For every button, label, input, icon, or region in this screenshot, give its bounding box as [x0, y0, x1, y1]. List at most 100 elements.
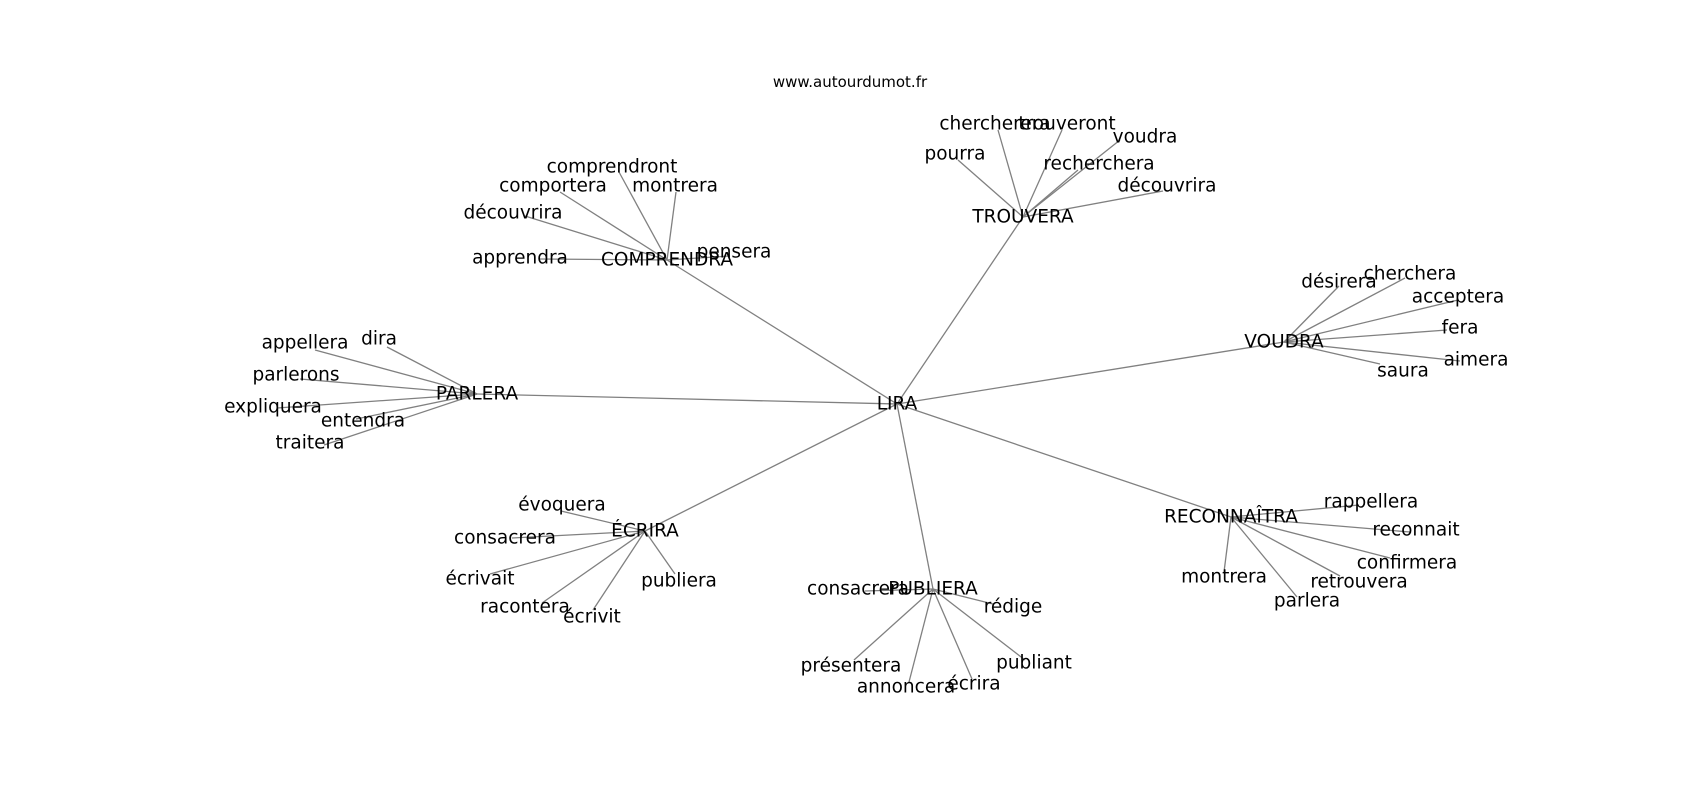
node-hub-trouvera[interactable]: TROUVERA: [971, 207, 1074, 228]
node-leaf-comprendra-apprendra[interactable]: apprendra: [472, 248, 568, 269]
edge-comprendra-apprendra: [539, 258, 668, 261]
edge-trouvera-recherchera: [1022, 169, 1079, 218]
node-hub-comprendra[interactable]: COMPRENDRA: [601, 250, 733, 271]
edge-parlera-entendra: [355, 393, 478, 420]
edge-root-comprendra: [666, 259, 898, 405]
edge-parlera-expliquera: [276, 393, 478, 409]
node-leaf-voudra-desirera[interactable]: désirera: [1301, 272, 1376, 293]
edge-root-trouvera: [896, 216, 1024, 405]
node-leaf-parlera-dira[interactable]: dira: [361, 329, 397, 350]
edge-parlera-appellera: [314, 349, 478, 395]
node-leaf-voudra-fera[interactable]: fera: [1442, 318, 1479, 339]
node-leaf-trouvera-chercherera[interactable]: chercherera: [939, 114, 1050, 135]
edge-comprendra-decouvrira: [524, 215, 668, 261]
node-hub-ecrira[interactable]: ÉCRIRA: [611, 520, 679, 542]
edge-publiera-annoncera: [908, 588, 934, 683]
site-title: www.autourdumot.fr: [772, 73, 928, 91]
node-leaf-trouvera-voudra[interactable]: voudra: [1113, 127, 1178, 148]
node-leaf-publiera-presentera[interactable]: présentera: [801, 656, 902, 677]
node-leaf-parlera-parlerons[interactable]: parlerons: [252, 365, 339, 386]
node-leaf-ecrira-ecrivait[interactable]: écrivait: [446, 569, 515, 590]
edge-publiera-redige: [932, 588, 994, 605]
node-leaf-trouvera-pourra[interactable]: pourra: [924, 144, 985, 165]
node-leaf-reconnaitra-reconnait[interactable]: reconnait: [1372, 520, 1459, 541]
edges-layer: [276, 129, 1461, 683]
node-leaf-reconnaitra-parlera[interactable]: parlera: [1274, 591, 1340, 612]
node-leaf-comprendra-comprendront[interactable]: comprendront: [547, 157, 678, 178]
node-leaf-publiera-consacrera[interactable]: consacrera: [807, 579, 909, 600]
edge-reconnaitra-reconnait: [1230, 516, 1411, 533]
node-leaf-comprendra-comportera[interactable]: comportera: [499, 176, 607, 197]
edge-voudra-desirera: [1283, 285, 1340, 343]
node-leaf-ecrira-ecrivit[interactable]: écrivit: [563, 607, 621, 628]
node-leaf-voudra-acceptera[interactable]: acceptera: [1412, 287, 1504, 308]
node-leaf-voudra-cherchera[interactable]: cherchera: [1364, 264, 1457, 285]
node-leaf-voudra-aimera[interactable]: aimera: [1444, 350, 1509, 371]
edge-voudra-acceptera: [1283, 299, 1459, 343]
edge-parlera-dira: [386, 346, 478, 395]
edge-publiera-publiant: [932, 588, 1026, 661]
edge-trouvera-pourra: [957, 159, 1024, 218]
node-leaf-publiera-ecrira[interactable]: écrira: [947, 674, 1000, 695]
node-leaf-trouvera-decouvrira[interactable]: découvrira: [1118, 176, 1217, 197]
edge-root-publiera: [896, 403, 934, 590]
edge-trouvera-chercherera: [997, 129, 1024, 218]
node-leaf-ecrira-evoquera[interactable]: évoquera: [518, 495, 605, 516]
edge-trouvera-voudra: [1022, 139, 1121, 218]
node-leaf-reconnaitra-confirmera[interactable]: confirmera: [1357, 553, 1458, 574]
node-leaf-comprendra-decouvrira[interactable]: découvrira: [464, 203, 563, 224]
edge-publiera-ecrira: [932, 588, 973, 680]
edge-ecrira-publiera: [644, 530, 676, 575]
edge-voudra-aimera: [1283, 341, 1461, 362]
edge-reconnaitra-montrera: [1223, 516, 1232, 573]
edge-reconnaitra-confirmera: [1230, 516, 1391, 559]
edge-voudra-saura: [1283, 341, 1381, 365]
node-leaf-reconnaitra-montrera[interactable]: montrera: [1181, 567, 1267, 588]
edge-publiera-presentera: [853, 588, 934, 661]
node-leaf-reconnaitra-retrouvera[interactable]: retrouvera: [1310, 572, 1407, 593]
edge-reconnaitra-rappellera: [1230, 504, 1360, 518]
node-hub-parlera[interactable]: PARLERA: [436, 384, 519, 405]
node-leaf-ecrira-racontera[interactable]: racontera: [480, 597, 570, 618]
edge-comprendra-pensera: [666, 255, 731, 261]
edge-voudra-cherchera: [1283, 277, 1406, 343]
edge-trouvera-decouvrira: [1022, 190, 1164, 218]
edge-comprendra-comprendront: [618, 171, 668, 261]
edge-root-parlera: [476, 393, 898, 405]
node-leaf-trouvera-recherchera[interactable]: recherchera: [1043, 154, 1154, 175]
edge-root-reconnaitra: [896, 403, 1232, 518]
node-leaf-publiera-annoncera[interactable]: annoncera: [857, 677, 955, 698]
node-leaf-reconnaitra-rappellera[interactable]: rappellera: [1324, 492, 1418, 513]
node-leaf-comprendra-montrera[interactable]: montrera: [632, 176, 718, 197]
node-hub-publiera[interactable]: PUBLIERA: [888, 579, 978, 600]
node-leaf-comprendra-pensera[interactable]: pensera: [697, 242, 772, 263]
node-leaf-trouvera-trouveront[interactable]: trouveront: [1018, 114, 1115, 135]
edge-ecrira-evoquera: [560, 510, 646, 532]
node-leaf-parlera-traitera[interactable]: traitera: [276, 433, 345, 454]
edge-reconnaitra-parlera: [1230, 516, 1298, 598]
node-leaf-parlera-appellera[interactable]: appellera: [262, 333, 349, 354]
edge-root-ecrira: [644, 403, 898, 532]
edge-ecrira-racontera: [541, 530, 646, 604]
edge-ecrira-ecrivit: [592, 530, 646, 611]
node-leaf-parlera-entendra[interactable]: entendra: [321, 411, 405, 432]
node-leaf-ecrira-consacrera[interactable]: consacrera: [454, 528, 556, 549]
node-leaf-ecrira-publiera[interactable]: publiera: [641, 571, 717, 592]
node-hub-reconnaitra[interactable]: RECONNAÎTRA: [1164, 506, 1298, 528]
node-leaf-parlera-expliquera[interactable]: expliquera: [224, 397, 322, 418]
edge-root-voudra: [896, 341, 1285, 405]
node-leaf-publiera-redige[interactable]: rédige: [984, 597, 1043, 618]
node-root-lira[interactable]: LIRA: [877, 394, 918, 415]
edge-ecrira-consacrera: [511, 530, 646, 539]
edge-trouvera-trouveront: [1022, 129, 1063, 218]
edge-voudra-fera: [1283, 329, 1448, 343]
node-leaf-voudra-saura[interactable]: saura: [1377, 361, 1429, 382]
node-hub-voudra[interactable]: VOUDRA: [1244, 332, 1324, 353]
node-leaf-publiera-publiant[interactable]: publiant: [996, 653, 1072, 674]
edge-parlera-parlerons: [299, 378, 478, 395]
edge-comprendra-montrera: [666, 191, 677, 261]
edge-parlera-traitera: [323, 393, 478, 446]
